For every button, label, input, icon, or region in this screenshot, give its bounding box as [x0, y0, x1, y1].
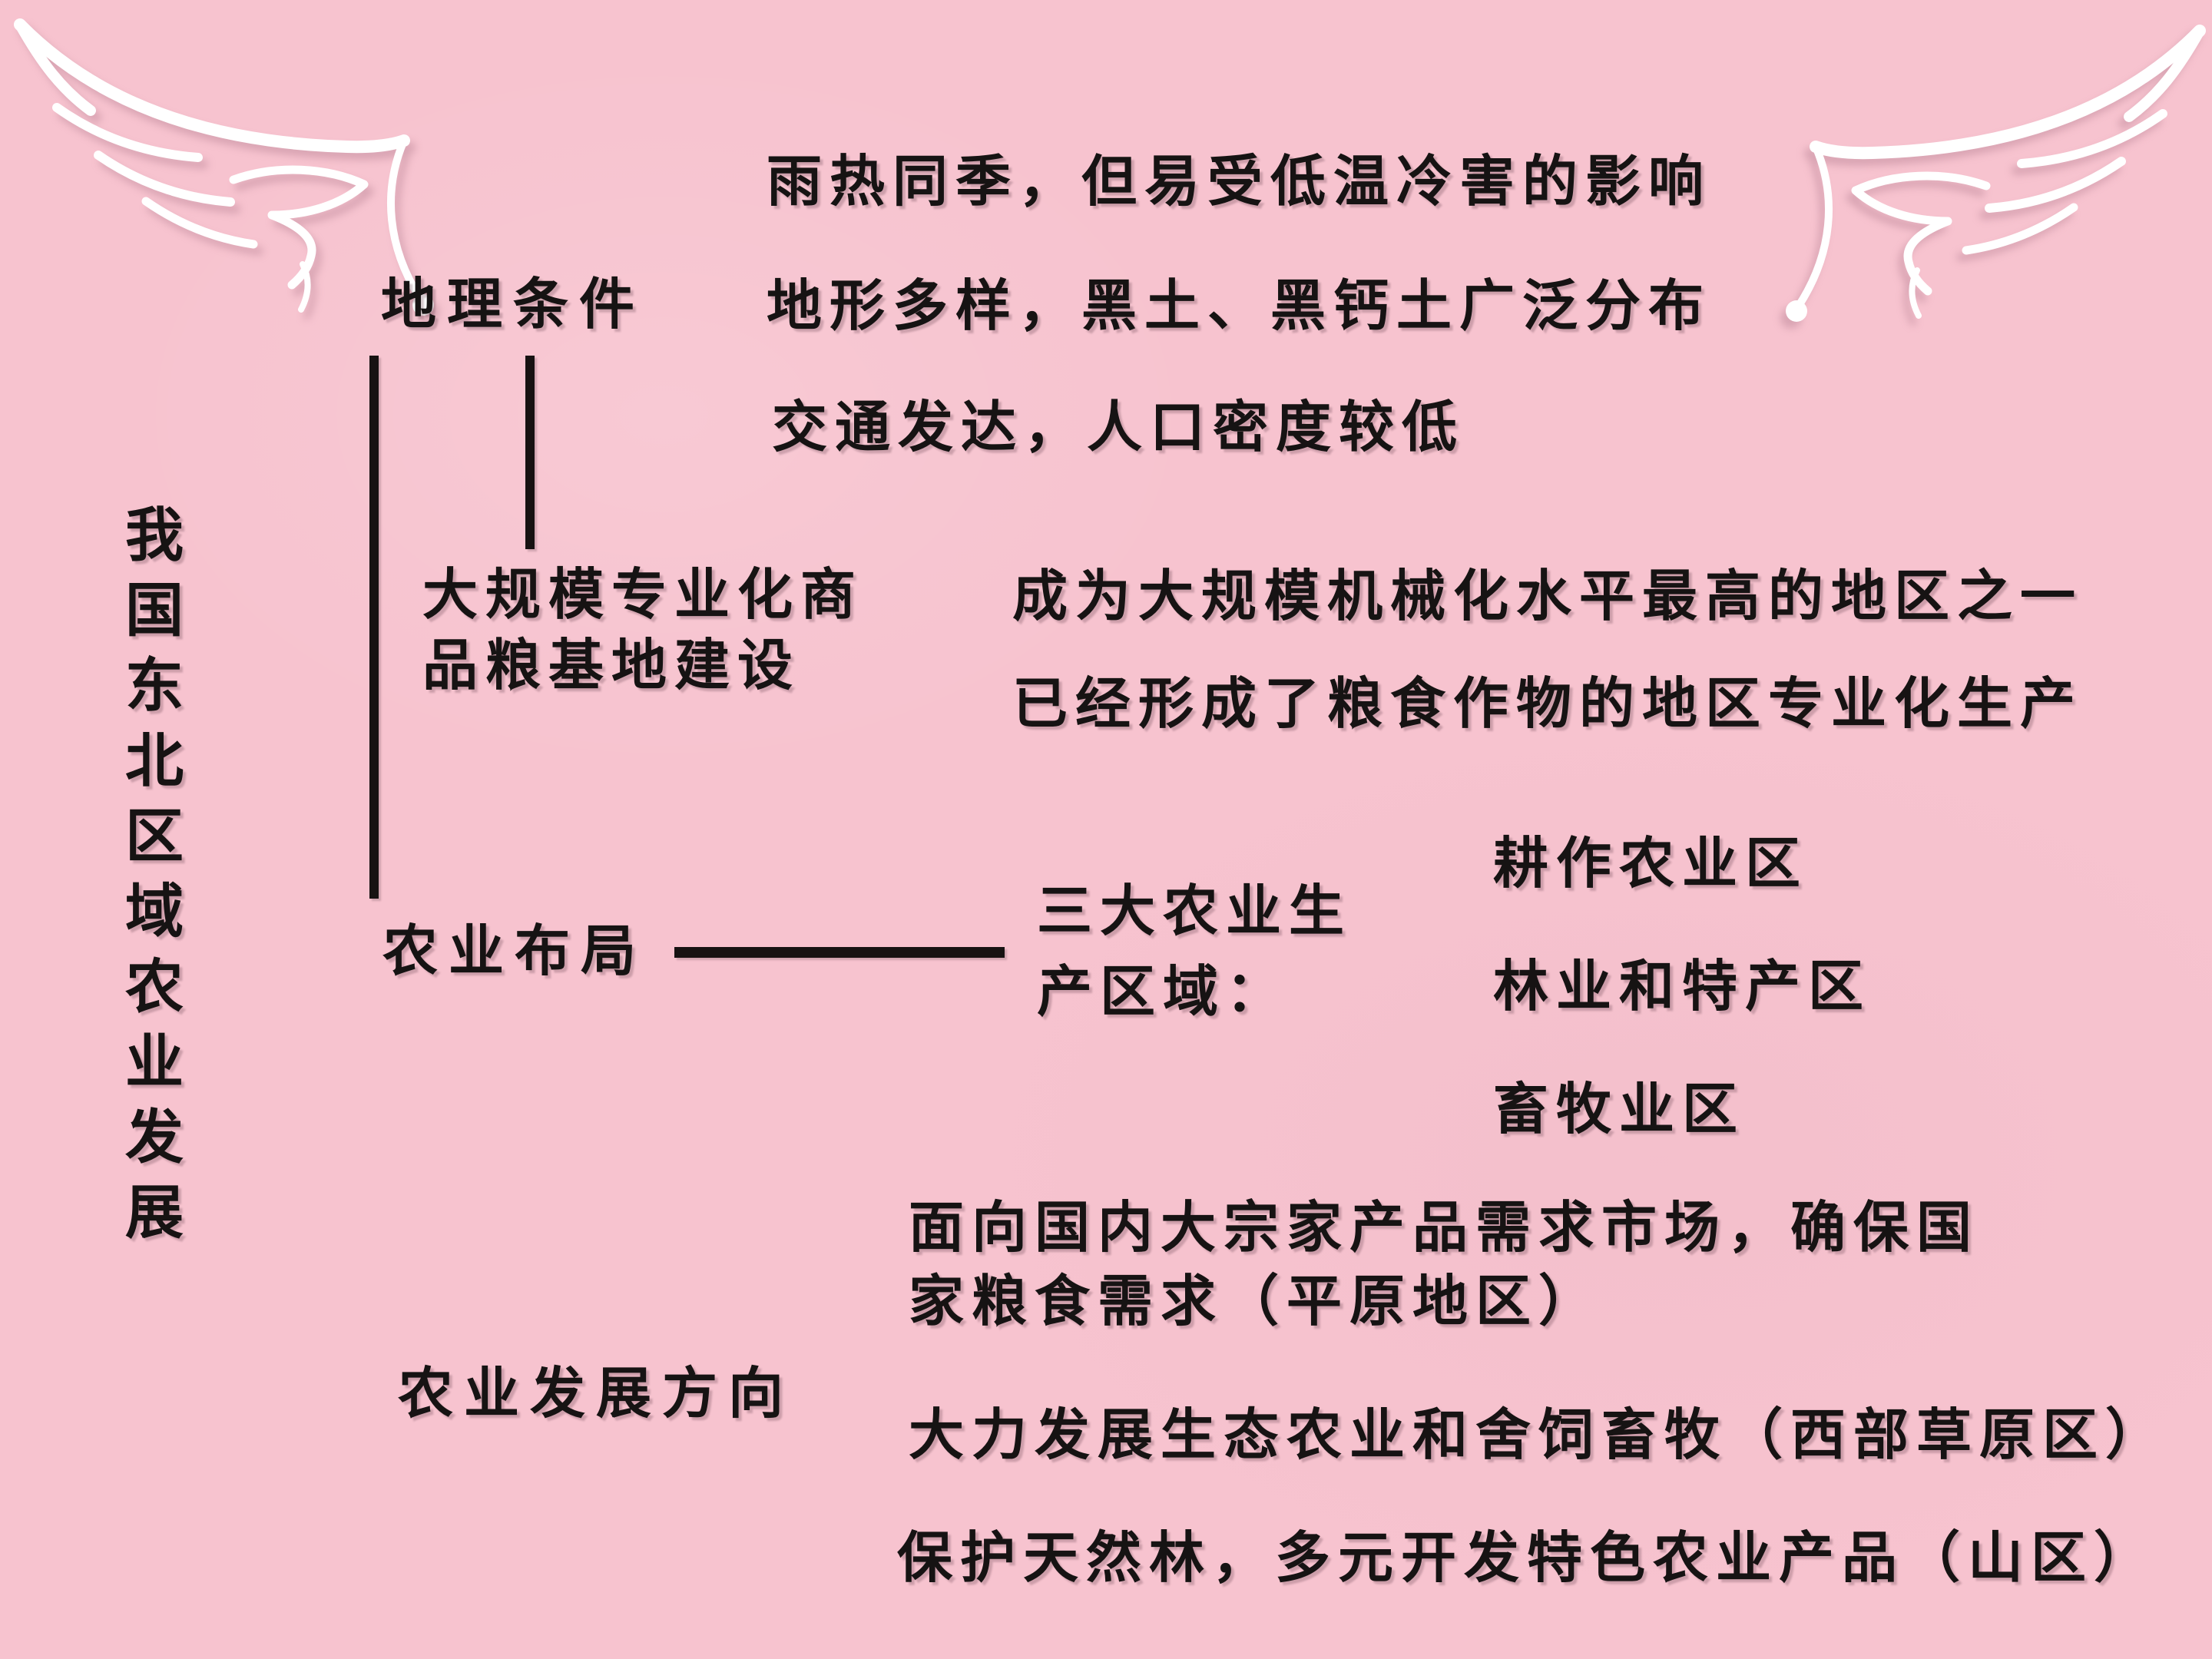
layout-label: 农业布局 [382, 919, 647, 983]
three-zones-label: 三大农业生 产区域： [1037, 883, 1352, 1045]
connector-line-horizontal [674, 947, 1005, 958]
geography-item: 交通发达，人口密度较低 [772, 395, 1465, 459]
region-item: 畜牧业区 [1493, 1077, 1746, 1141]
geography-item: 地形多样，黑土、黑钙土广泛分布 [767, 273, 1712, 338]
grain-base-item: 成为大规模机械化水平最高的地区之一 [1012, 564, 2084, 628]
three-zones-label-line: 产区域： [1037, 959, 1290, 1024]
branch-line-vertical-short [525, 356, 535, 549]
grain-base-item: 已经形成了粮食作物的地区专业化生产 [1012, 671, 2084, 736]
grain-base-label-line: 品粮基地建设 [422, 633, 801, 697]
direction-item: 大力发展生态农业和舍饲畜牧（西部草原区） [909, 1402, 2169, 1467]
direction-label: 农业发展方向 [398, 1361, 795, 1426]
grain-base-label: 大规模专业化商 品粮基地建设 [422, 567, 863, 708]
direction-item-line: 家粮食需求（平原地区） [909, 1269, 1602, 1333]
grain-base-label-line: 大规模专业化商 [422, 562, 864, 627]
branch-line-vertical-long [369, 356, 379, 899]
three-zones-label-line: 三大农业生 [1037, 879, 1353, 943]
direction-item: 保护天然林，多元开发特色农业产品（山区） [897, 1525, 2157, 1590]
wing-icon [9, 17, 439, 339]
geography-item: 雨热同季，但易受低温冷害的影响 [767, 149, 1712, 214]
region-item: 林业和特产区 [1493, 954, 1872, 1018]
direction-item: 面向国内大宗家产品需求市场，确保国 家粮食需求（平原地区） [909, 1200, 1979, 1347]
page-title-vertical: 我国东北区域农业发展 [125, 501, 184, 1247]
wing-icon [1780, 23, 2210, 346]
direction-item-line: 面向国内大宗家产品需求市场，确保国 [909, 1195, 1980, 1260]
region-item: 耕作农业区 [1493, 831, 1809, 896]
geography-label: 地理条件 [381, 272, 646, 336]
